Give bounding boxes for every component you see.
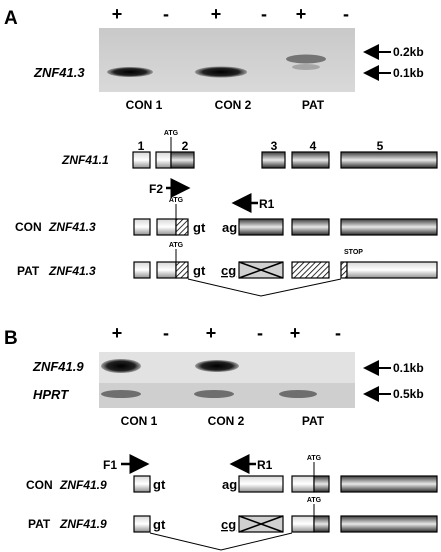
panel-a-label: A bbox=[4, 8, 18, 29]
pat-a-donor: gt bbox=[193, 263, 206, 278]
exon-number-2: 2 bbox=[182, 139, 189, 153]
marker-0-1kb: 0.1kb bbox=[393, 66, 424, 80]
pat-a-exon-5 bbox=[346, 261, 438, 279]
pat-b-splice-line bbox=[149, 532, 293, 551]
con-b-exon-3-utr bbox=[291, 475, 315, 493]
gel-a-row-label: ZNF41.3 bbox=[33, 65, 85, 80]
con-b-acceptor: ag bbox=[222, 477, 237, 492]
lane-b-con1: CON 1 bbox=[121, 414, 158, 428]
gene-model-title: ZNF41.1 bbox=[61, 153, 109, 167]
con-b-f1-label: F1 bbox=[103, 458, 117, 472]
gel-b-znf-band-con2 bbox=[195, 360, 239, 372]
con-b-atg: ATG bbox=[307, 455, 322, 462]
exon-2-coding bbox=[170, 151, 195, 169]
sign-b-4: - bbox=[257, 323, 263, 343]
sign-b-3: + bbox=[206, 323, 217, 343]
gel-a-band-con1 bbox=[107, 67, 153, 77]
marker-b-0-5kb: 0.5kb bbox=[393, 387, 424, 401]
pat-a-stop: STOP bbox=[344, 249, 363, 256]
pat-b-exon-3-coding bbox=[313, 515, 330, 533]
pat-row-a-atg: ATG bbox=[169, 242, 184, 249]
pat-row-b-gene: ZNF41.9 bbox=[59, 517, 107, 531]
sign-a-4: - bbox=[261, 4, 267, 24]
con-a-acceptor: ag bbox=[222, 220, 237, 235]
con-row-a-prefix: CON bbox=[15, 220, 42, 234]
pat-a-exon-2-hatched bbox=[175, 261, 189, 279]
con-b-exon-4 bbox=[340, 475, 438, 493]
exon-number-1: 1 bbox=[138, 139, 145, 153]
pat-b-exon-3-utr bbox=[291, 515, 315, 533]
lane-a-con2: CON 2 bbox=[215, 98, 252, 112]
lane-b-pat: PAT bbox=[302, 414, 325, 428]
gene-model-atg: ATG bbox=[164, 130, 179, 137]
gel-a-band-pat-upper bbox=[286, 54, 326, 64]
pat-row-a-gene: ZNF41.3 bbox=[48, 264, 96, 278]
pat-a-exon-2-utr bbox=[156, 261, 177, 279]
exon-4 bbox=[291, 151, 330, 169]
gel-b-row-2-label: HPRT bbox=[33, 387, 69, 402]
gel-b-row-1-label: ZNF41.9 bbox=[32, 359, 84, 374]
pat-row-a-prefix: PAT bbox=[17, 264, 40, 278]
con-row-a-atg: ATG bbox=[169, 197, 184, 204]
pat-b-atg: ATG bbox=[307, 497, 322, 504]
panel-b-label: B bbox=[4, 328, 18, 349]
sign-a-2: - bbox=[163, 4, 169, 24]
con-b-r1-label: R1 bbox=[257, 458, 273, 472]
pat-a-splice-line bbox=[187, 278, 342, 297]
pat-a-exon-1 bbox=[133, 261, 151, 279]
sign-a-1: + bbox=[112, 4, 123, 24]
exon-5 bbox=[340, 151, 438, 169]
pat-a-exon-5-hatched bbox=[340, 261, 348, 279]
pat-b-exon-4 bbox=[340, 515, 438, 533]
exon-2-utr bbox=[155, 151, 172, 169]
pat-row-b-prefix: PAT bbox=[28, 517, 51, 531]
exon-number-3: 3 bbox=[271, 139, 278, 153]
primer-f2-label: F2 bbox=[149, 182, 163, 196]
con-a-exon-1 bbox=[133, 218, 151, 236]
con-row-a-gene: ZNF41.3 bbox=[48, 220, 96, 234]
con-row-b-gene: ZNF41.9 bbox=[59, 478, 107, 492]
con-a-exon-3 bbox=[238, 218, 284, 236]
gel-a-band-pat-lower bbox=[292, 64, 320, 70]
lane-a-con1: CON 1 bbox=[126, 98, 163, 112]
con-row-b-prefix: CON bbox=[26, 478, 53, 492]
sign-a-5: + bbox=[296, 4, 307, 24]
lane-b-con2: CON 2 bbox=[208, 414, 245, 428]
exon-number-5: 5 bbox=[377, 139, 384, 153]
con-b-donor: gt bbox=[153, 477, 166, 492]
primer-r1-label: R1 bbox=[259, 197, 275, 211]
sign-a-3: + bbox=[211, 4, 222, 24]
gel-a-band-con2 bbox=[195, 66, 247, 78]
pat-b-exon-1 bbox=[133, 515, 151, 533]
con-b-exon-3-coding bbox=[313, 475, 330, 493]
marker-0-2kb: 0.2kb bbox=[393, 45, 424, 59]
con-b-exon-1 bbox=[133, 475, 151, 493]
lane-a-pat: PAT bbox=[302, 98, 325, 112]
con-a-exon-4 bbox=[291, 218, 330, 236]
gel-b-hprt-band-pat bbox=[279, 390, 317, 398]
con-a-exon-5 bbox=[340, 218, 438, 236]
sign-b-1: + bbox=[112, 323, 123, 343]
marker-b-0-1kb: 0.1kb bbox=[393, 361, 424, 375]
gel-b-hprt-band-con1 bbox=[101, 390, 141, 398]
pat-b-acceptor: cg bbox=[221, 517, 236, 532]
sign-a-6: - bbox=[343, 4, 349, 24]
con-b-exon-2 bbox=[238, 475, 284, 493]
con-a-exon-2-utr bbox=[156, 218, 177, 236]
con-a-donor: gt bbox=[193, 220, 206, 235]
exon-3 bbox=[261, 151, 286, 169]
exon-number-4: 4 bbox=[310, 139, 317, 153]
gel-b-hprt-band-con2 bbox=[194, 390, 234, 398]
sign-b-5: + bbox=[290, 323, 301, 343]
exon-1 bbox=[132, 151, 151, 169]
pat-a-acceptor: cg bbox=[221, 263, 236, 278]
sign-b-2: - bbox=[163, 323, 169, 343]
sign-b-6: - bbox=[335, 323, 341, 343]
pat-b-donor: gt bbox=[153, 517, 166, 532]
pat-a-exon-4-hatched bbox=[291, 261, 330, 279]
gel-b-znf-band-con1 bbox=[101, 359, 141, 373]
con-a-exon-2-hatched bbox=[175, 218, 189, 236]
